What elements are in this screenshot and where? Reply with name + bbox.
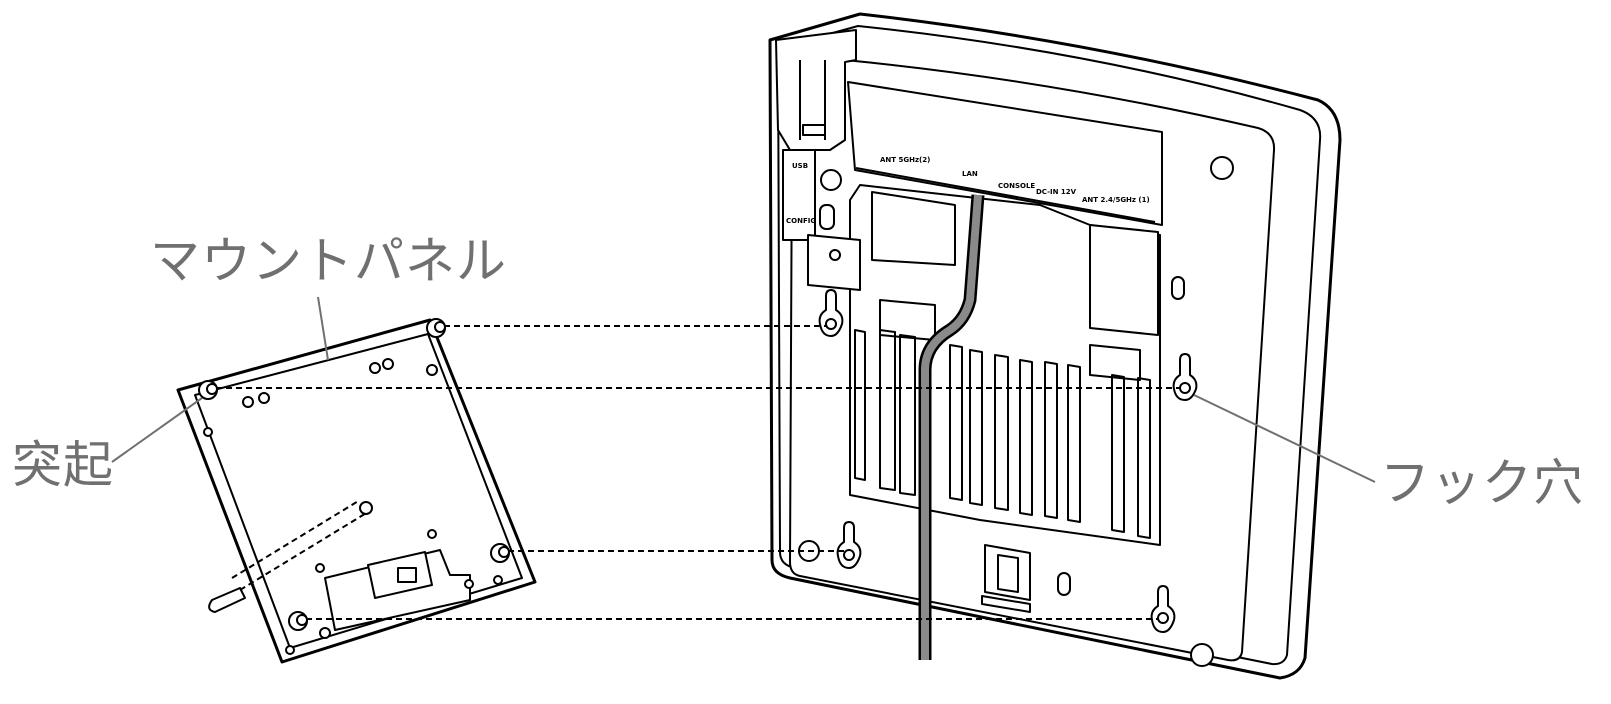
protrusion-bottom-right bbox=[490, 543, 510, 563]
label-mount-panel: マウントパネル bbox=[150, 232, 507, 290]
port-label-ant-5ghz-2: ANT 5GHz(2) bbox=[880, 156, 930, 164]
label-protrusion: 突起 bbox=[12, 436, 114, 494]
protrusion-top-left bbox=[198, 380, 218, 400]
label-hook-hole: フック穴 bbox=[1380, 454, 1584, 512]
panel-protrusions bbox=[198, 318, 510, 631]
port-label-config: CONFIG bbox=[786, 217, 816, 225]
ribs bbox=[854, 299, 1151, 539]
hook-hole-bottom-left bbox=[836, 521, 862, 569]
leader-lines bbox=[111, 296, 1376, 483]
mount-panel bbox=[176, 318, 537, 664]
device-back: ANT 5GHz(2) LAN CONSOLE DC-IN 12V ANT 2.… bbox=[768, 12, 1342, 680]
port-label-dc-in: DC-IN 12V bbox=[1036, 188, 1077, 196]
hook-hole-top-left bbox=[818, 289, 844, 337]
port-label-ant-24-5ghz-1: ANT 2.4/5GHz (1) bbox=[1082, 196, 1150, 204]
panel-holes bbox=[203, 358, 503, 655]
port-label-lan: LAN bbox=[962, 170, 978, 178]
hook-holes bbox=[818, 289, 1198, 633]
port-label-usb: USB bbox=[792, 162, 808, 170]
protrusion-top-right bbox=[426, 318, 446, 338]
alignment-lines bbox=[216, 325, 1180, 620]
port-label-console: CONSOLE bbox=[998, 182, 1035, 190]
protrusion-bottom-left bbox=[288, 611, 308, 631]
